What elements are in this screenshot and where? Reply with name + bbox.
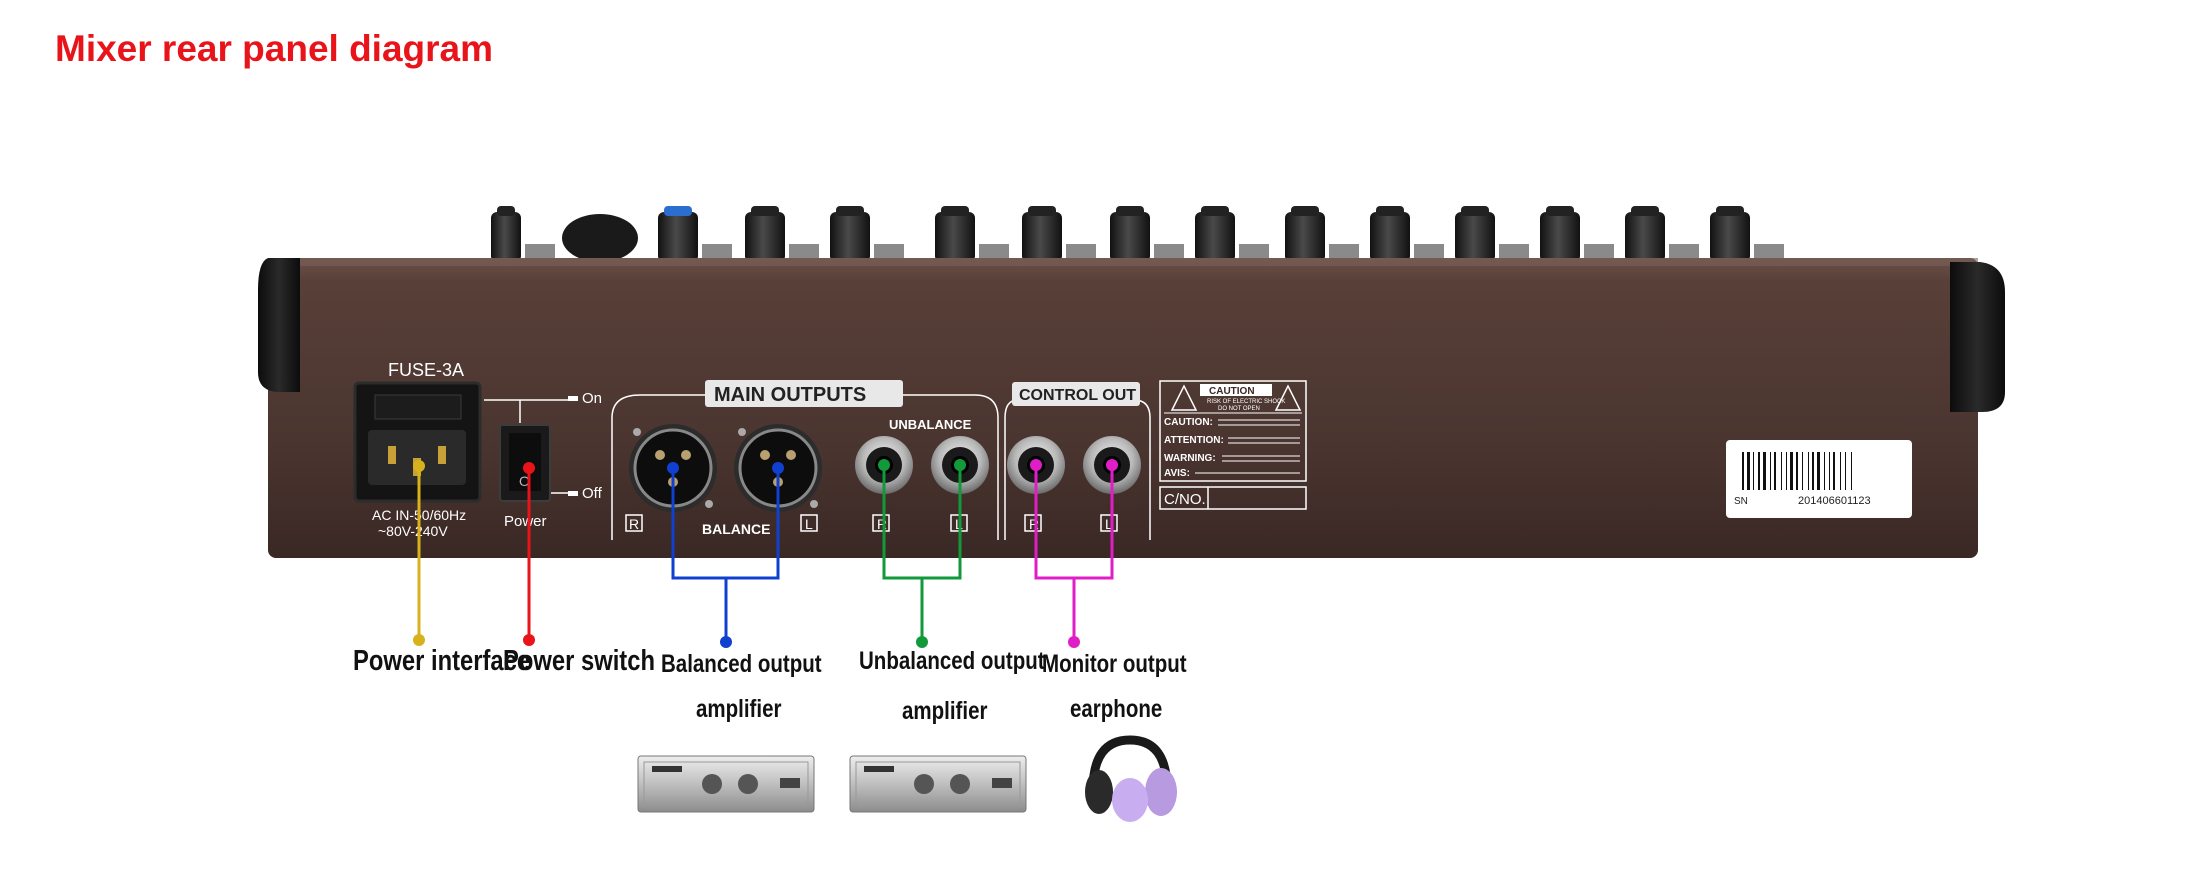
balance-label: BALANCE: [702, 521, 770, 537]
callout-monitor-output: Monitor output: [1042, 650, 1187, 678]
callout-monitor-device: earphone: [1070, 695, 1163, 723]
unbalanced-wire: [882, 465, 962, 640]
callout-unbalanced-device: amplifier: [902, 697, 988, 725]
serial-number: 201406601123: [1798, 495, 1871, 507]
sn-label: SN: [1734, 496, 1748, 507]
knob: [1195, 212, 1235, 262]
knob: [1022, 212, 1062, 262]
knob: [745, 212, 785, 262]
knob: [1710, 212, 1750, 262]
knob: [830, 212, 870, 262]
power-interface-wire: [413, 460, 425, 646]
right-end-cap: [1950, 262, 2005, 412]
caution-sub-2: DO NOT OPEN: [1218, 406, 1260, 412]
top-knob-row: [491, 206, 1784, 262]
callout-balanced-device: amplifier: [696, 695, 782, 723]
attention-word: ATTENTION:: [1164, 435, 1224, 446]
power-inlet: [353, 381, 482, 503]
balanced-wire: [671, 468, 780, 640]
knob: [1110, 212, 1150, 262]
avis-word: AVIS:: [1164, 468, 1190, 479]
main-outputs-label: MAIN OUTPUTS: [714, 384, 866, 406]
balance-r-label: R: [629, 516, 639, 532]
switch-on-label: On: [582, 390, 602, 407]
caution-word: CAUTION:: [1164, 417, 1213, 428]
power-switch-body: [484, 399, 568, 502]
caution-sub-1: RISK OF ELECTRIC SHOCK: [1207, 399, 1285, 405]
power-label: Power: [504, 513, 547, 530]
monitor-wire: [1034, 465, 1114, 640]
main-outputs-tag: [705, 380, 903, 407]
amplifier-image-unbalanced: [849, 755, 1027, 813]
control-out-label: CONTROL OUT: [1019, 387, 1136, 404]
knob: [1285, 212, 1325, 262]
warning-word: WARNING:: [1164, 453, 1216, 464]
control-r-label: R: [1029, 516, 1039, 532]
knob: [1625, 212, 1665, 262]
switch-off-mark: [568, 491, 578, 496]
unbalance-label: UNBALANCE: [889, 417, 972, 432]
knob: [1540, 212, 1580, 262]
balance-l-label: L: [805, 516, 813, 532]
knob: [1455, 212, 1495, 262]
caution-box: [1159, 380, 1307, 482]
knob: [935, 212, 975, 262]
unbalance-r-label: R: [877, 516, 887, 532]
headphones-image: [1085, 735, 1177, 822]
serial-sticker: [1726, 440, 1912, 518]
cno-box: [1159, 486, 1307, 510]
ac-in-label-2: ~80V-240V: [378, 523, 448, 539]
diagram-title: Mixer rear panel diagram: [55, 28, 494, 69]
knob: [1370, 212, 1410, 262]
power-switch-wire: [523, 462, 535, 646]
control-out-tag: [1012, 382, 1140, 406]
knob: [658, 212, 698, 262]
control-l-label: L: [1105, 516, 1113, 532]
caution-title: CAUTION: [1209, 386, 1255, 397]
input-jack-cluster: [562, 214, 638, 262]
fuse-label: FUSE-3A: [388, 360, 464, 380]
left-end-cap: [258, 258, 300, 392]
callout-balanced-output: Balanced output: [661, 650, 822, 678]
callout-power-switch: Power switch: [503, 645, 655, 677]
barcode: [1742, 452, 1852, 490]
switch-off-label: Off: [582, 485, 603, 502]
cno-label: C/NO.: [1164, 491, 1206, 508]
callout-power-interface: Power interface: [353, 645, 531, 677]
switch-on-mark: [568, 396, 578, 401]
amplifier-image-balanced: [637, 755, 815, 813]
knob: [491, 212, 521, 262]
main-outputs-frame: [611, 394, 999, 540]
switch-mark: O: [519, 473, 530, 489]
callout-unbalanced-output: Unbalanced output: [859, 647, 1045, 675]
